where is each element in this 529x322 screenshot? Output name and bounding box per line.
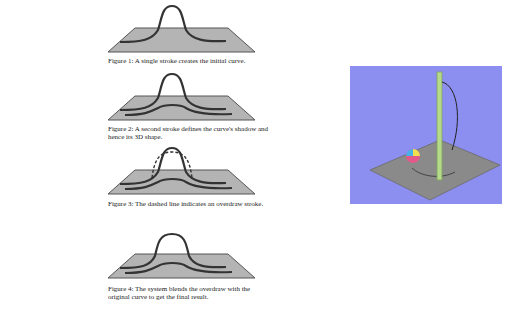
figure-caption: Figure 3: The dashed line indicates an o… — [108, 200, 273, 208]
figure-2 — [108, 74, 255, 120]
figure-caption: Figure 1: A single stroke creates the in… — [108, 57, 273, 65]
figure-caption: Figure 2: A second stroke defines the cu… — [108, 125, 273, 141]
render-3d — [350, 66, 502, 204]
figure-caption: Figure 4: The system blends the overdraw… — [108, 285, 273, 301]
figure-1 — [108, 6, 255, 52]
figure-4 — [108, 234, 255, 278]
figure-3 — [108, 148, 255, 194]
